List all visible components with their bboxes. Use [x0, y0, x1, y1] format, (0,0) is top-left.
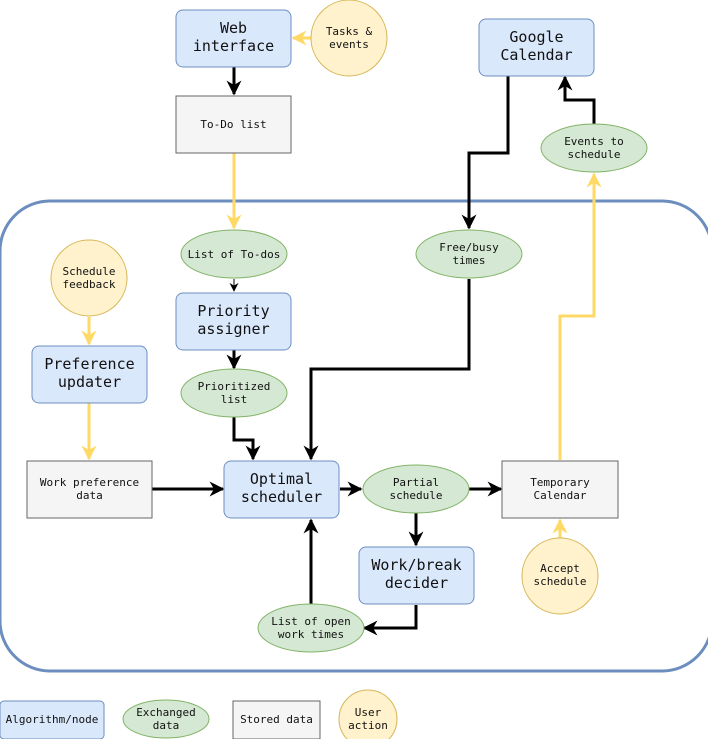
preference-updater-line-2: updater — [58, 373, 121, 391]
open-work-times-line-2: work times — [278, 628, 344, 641]
legend-stored-data: Stored data — [232, 700, 321, 739]
arrow-prioritized-to-scheduler — [232, 417, 261, 461]
events-to-schedule-line-1: Events to — [564, 135, 624, 148]
web-interface-line-1: Web — [220, 19, 247, 37]
temporary-calendar-line-1: Temporary — [530, 476, 590, 489]
connectors — [81, 30, 602, 636]
node-tasks-events: Tasks &events — [310, 0, 388, 77]
priority-assigner-line-1: Priority — [197, 302, 269, 320]
list-of-todos-label: List of To-dos — [188, 248, 281, 261]
system-boundary — [0, 199, 708, 673]
arrow-tempcal-to-events — [558, 172, 602, 460]
preference-updater-line-1: Preference — [44, 355, 134, 373]
legend-user-line-1: User — [355, 706, 382, 719]
prioritized-list-line-1: Prioritized — [198, 380, 271, 393]
legend-algorithm-label: Algorithm/node — [6, 713, 99, 726]
google-calendar-line-2: Calendar — [500, 46, 572, 64]
legend-user-line-2: action — [348, 719, 388, 732]
arrow-workbreak-to-opentimes — [362, 605, 418, 636]
optimal-scheduler-line-1: Optimal — [250, 470, 313, 488]
tasks-events-line-2: events — [329, 38, 369, 51]
work-preference-line-1: Work preference — [40, 476, 139, 489]
arrow-events-to-gcal — [557, 75, 596, 124]
open-work-times-line-1: List of open — [271, 615, 350, 628]
partial-schedule-line-2: schedule — [390, 489, 443, 502]
work-break-line-1: Work/break — [371, 556, 461, 574]
web-interface-line-2: interface — [193, 37, 274, 55]
legend-algorithm: Algorithm/node — [0, 700, 105, 739]
accept-schedule-line-2: schedule — [534, 575, 587, 588]
arrow-freebusy-to-scheduler — [303, 279, 471, 461]
arrow-gcal-to-freebusy — [461, 76, 510, 230]
partial-schedule-line-1: Partial — [393, 476, 439, 489]
free-busy-line-1: Free/busy — [439, 241, 499, 254]
legend-stored-label: Stored data — [240, 713, 313, 726]
prioritized-list-line-2: list — [221, 393, 248, 406]
work-break-line-2: decider — [385, 574, 448, 592]
google-calendar-line-1: Google — [509, 28, 563, 46]
svg-text:Tasks &events: Tasks &events — [326, 25, 373, 51]
events-to-schedule-line-2: schedule — [568, 148, 621, 161]
todo-list-label: To-Do list — [200, 118, 266, 131]
temporary-calendar-line-2: Calendar — [534, 489, 587, 502]
tasks-events-line-1: Tasks & — [326, 25, 373, 38]
accept-schedule-line-1: Accept — [540, 562, 580, 575]
free-busy-line-2: times — [452, 254, 485, 267]
optimal-scheduler-line-2: scheduler — [241, 488, 322, 506]
schedule-feedback-line-2: feedback — [63, 278, 116, 291]
schedule-feedback-line-1: Schedule — [63, 265, 116, 278]
work-preference-line-2: data — [76, 489, 103, 502]
legend-exchanged-line-2: data — [153, 719, 180, 732]
node-todo-list: To-Do list — [175, 95, 292, 154]
legend-exchanged-line-1: Exchanged — [136, 706, 196, 719]
priority-assigner-line-2: assigner — [197, 320, 269, 338]
node-list-of-todos: List of To-dos — [180, 229, 288, 279]
